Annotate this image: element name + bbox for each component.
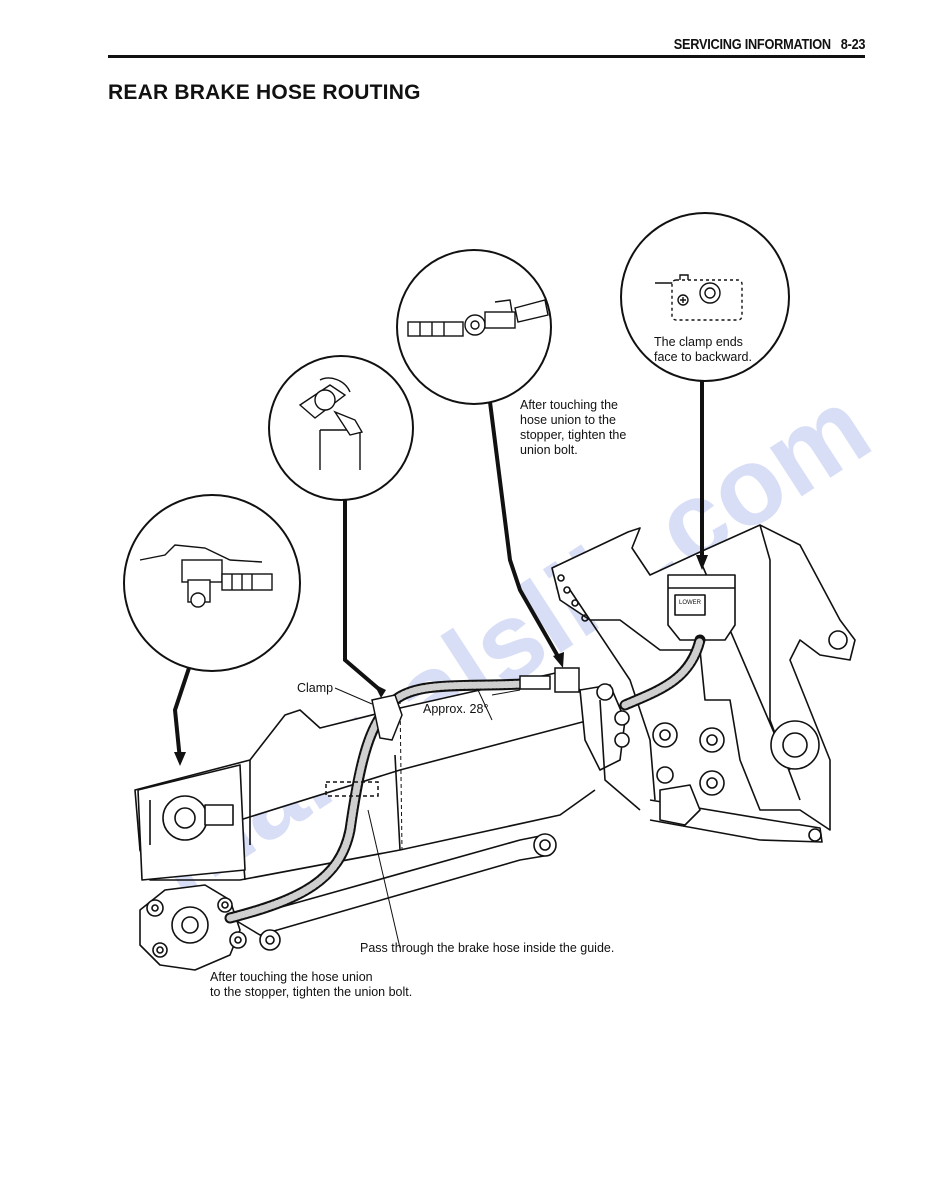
running-header: SERVICING INFORMATION 8-23 bbox=[673, 36, 866, 53]
hose-guide bbox=[325, 694, 403, 797]
clamp-ends-note-line1: The clamp ends bbox=[654, 335, 743, 349]
union-bolt-note-bottom-line1: After touching the hose union bbox=[210, 970, 373, 984]
reservoir-lower-label: LOWER bbox=[679, 600, 702, 606]
union-bolt-note-bottom-line2: to the stopper, tighten the union bolt. bbox=[210, 985, 413, 999]
union-bolt-note-top: After touching the hose union to the sto… bbox=[520, 398, 626, 458]
page-title: REAR BRAKE HOSE ROUTING bbox=[108, 81, 421, 104]
clamp-ends-note: The clamp ends face to backward. bbox=[654, 335, 752, 365]
header-rule bbox=[108, 55, 865, 58]
inset-reservoir-clamp bbox=[620, 212, 790, 382]
leader-lines bbox=[172, 380, 704, 761]
inset-clamp bbox=[268, 355, 414, 501]
angle-label: Approx. 28° bbox=[423, 702, 489, 716]
label-leaders bbox=[334, 687, 401, 949]
union-bolt-note-top-line3: stopper, tighten the bbox=[520, 428, 627, 442]
arrowheads bbox=[174, 555, 708, 766]
union-bolt-note-top-line4: union bolt. bbox=[520, 443, 578, 457]
inset-union-bolt-caliper bbox=[123, 494, 301, 672]
union-bolt-note-top-line1: After touching the bbox=[520, 398, 618, 412]
guide-note: Pass through the brake hose inside the g… bbox=[360, 941, 615, 955]
header-page-number: 8-23 bbox=[840, 36, 865, 53]
union-bolt-note-top-line2: hose union to the bbox=[520, 413, 616, 427]
union-bolt-note-bottom: After touching the hose union to the sto… bbox=[210, 970, 412, 1000]
inset-hose-union-stopper bbox=[396, 249, 552, 405]
clamp-label: Clamp bbox=[297, 681, 334, 695]
header-section: SERVICING INFORMATION bbox=[673, 36, 831, 53]
clamp-ends-note-line2: face to backward. bbox=[654, 350, 752, 364]
rear-brake-hose bbox=[224, 634, 706, 924]
